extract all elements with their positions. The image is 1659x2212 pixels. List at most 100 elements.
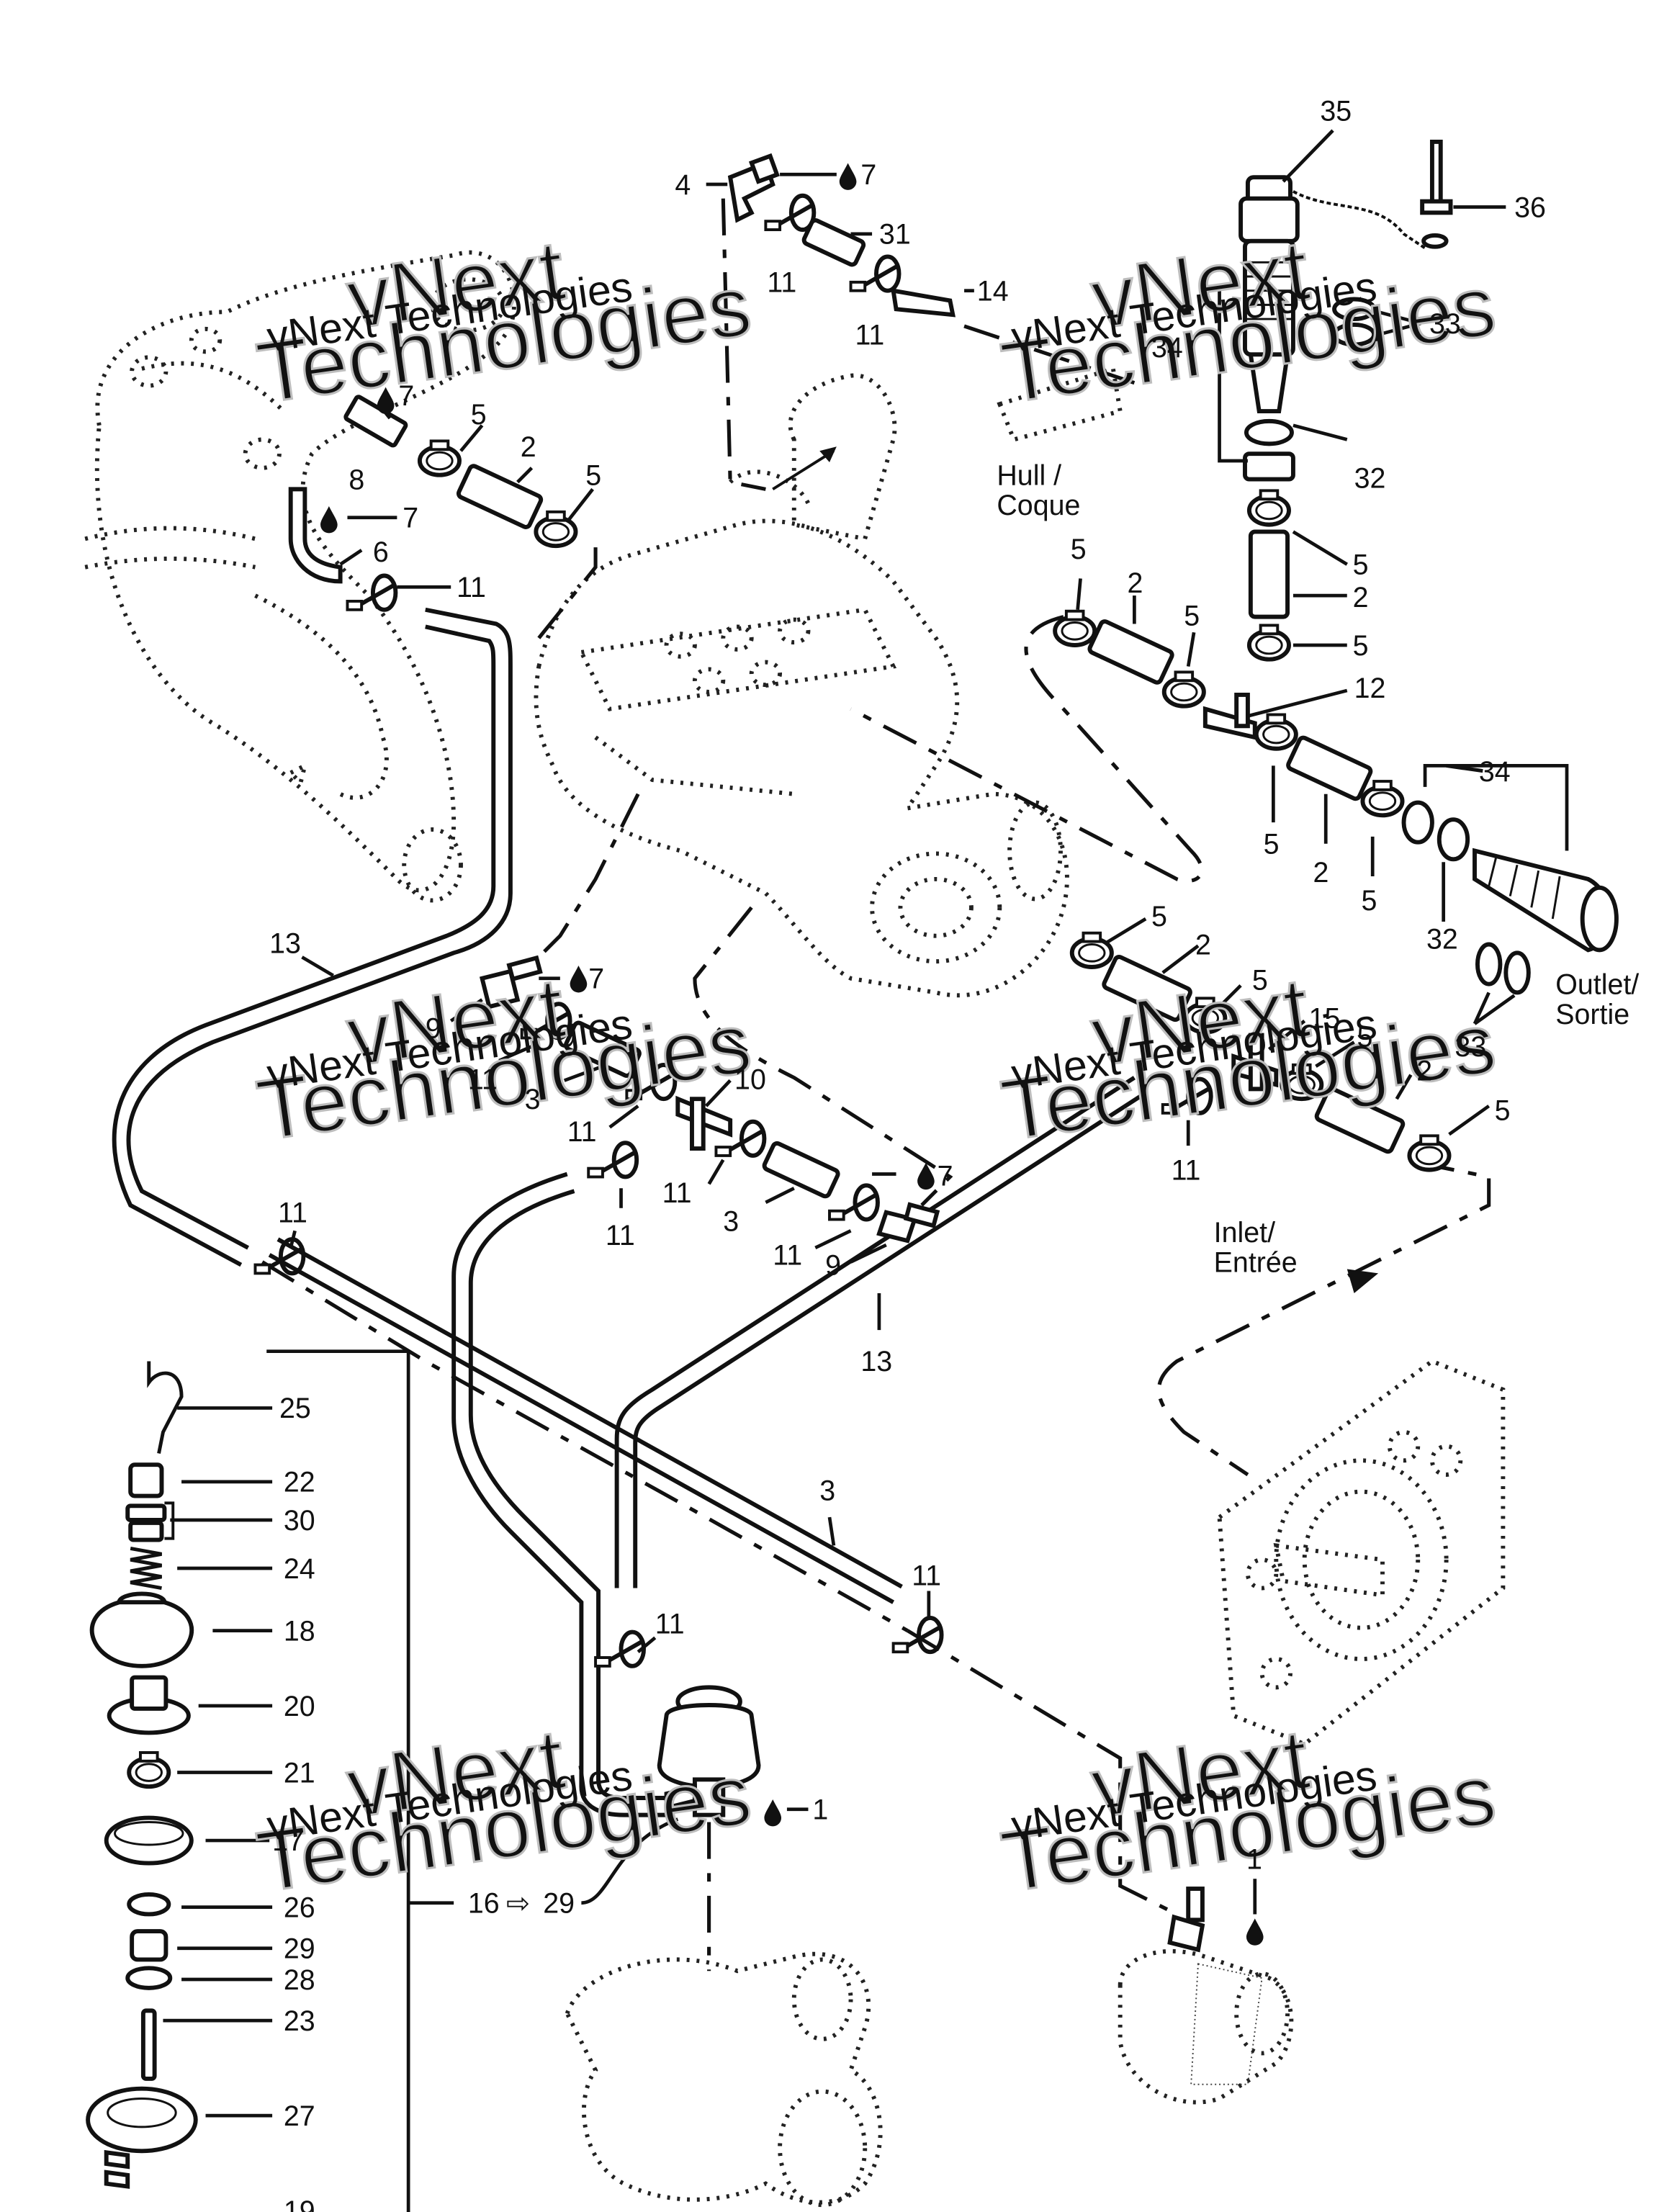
- callout: 4: [675, 169, 691, 201]
- callout: 9: [426, 1012, 441, 1044]
- watermark-6: vNext Technologies vNext Technologies: [995, 1710, 1502, 1911]
- callout: 15: [1309, 1003, 1341, 1035]
- cable-tie-icon: [765, 196, 814, 230]
- callout: 7: [938, 1160, 953, 1192]
- callout: 34: [1151, 332, 1183, 364]
- callout: 2: [1195, 929, 1211, 961]
- hose-2-mid: [1087, 619, 1174, 685]
- exhaust-housing: [84, 250, 516, 903]
- callout: 11: [912, 1560, 941, 1592]
- callout: 1: [812, 1794, 828, 1826]
- drop-icon: [764, 1799, 782, 1827]
- driveline-housing: [565, 1951, 883, 2208]
- callout: 11: [655, 1609, 685, 1640]
- callout: 23: [284, 2005, 315, 2037]
- callout: 5: [1252, 965, 1268, 997]
- callout: 18: [284, 1615, 315, 1647]
- base-27: [86, 2086, 198, 2189]
- hose-clamp-icon: [1249, 490, 1289, 524]
- outlet-assembly-34: [1401, 800, 1619, 953]
- tee-fitting-10: [675, 1095, 733, 1151]
- callout: 11: [468, 1064, 498, 1095]
- hull-label: Hull /: [997, 459, 1061, 491]
- housing-18: [89, 1591, 194, 1668]
- hose-clamp-icon: [129, 1753, 168, 1786]
- callout: 2: [521, 431, 536, 463]
- callout: 21: [284, 1757, 315, 1789]
- watermark-1: vNext Technologies vNext Technologies: [251, 222, 757, 423]
- callout-labels: 35 36 33 34 32 4 7 31 11 11 14 7 8 5 2 5…: [269, 95, 1546, 2212]
- valve-30: [125, 1503, 167, 1542]
- outlet-fitting-34: [1243, 238, 1295, 414]
- callout: 6: [373, 536, 389, 568]
- fitting-1-strainer: [1167, 1887, 1205, 1953]
- callout: 5: [471, 399, 487, 431]
- hose-2-vertical: [1248, 529, 1290, 619]
- location-labels: Hull / Coque Outlet/ Sortie Inlet/ Entré…: [997, 459, 1639, 1278]
- nut-32: [1243, 418, 1295, 482]
- hose-clamp-icon: [1164, 672, 1204, 706]
- o-rings-33-outlet: [1475, 942, 1531, 995]
- cable-tie-icon: [595, 1632, 644, 1666]
- callout: 2: [1313, 857, 1329, 889]
- hose-clamp-icon: [1362, 781, 1402, 815]
- callout: 25: [279, 1393, 311, 1424]
- elbow-fitting-6: [288, 487, 343, 584]
- callout: 30: [284, 1505, 315, 1537]
- water-strainer: [1118, 1949, 1294, 2105]
- hose-routing: [261, 198, 1496, 1972]
- callout: 29: [543, 1887, 575, 1919]
- callout: 2: [1416, 1056, 1432, 1087]
- callout: 11: [1172, 1154, 1201, 1186]
- outlet-label: Outlet/: [1555, 968, 1639, 1000]
- callout: 19: [284, 2195, 315, 2212]
- hose-clamp-icon: [1249, 625, 1289, 659]
- callout: 8: [349, 464, 364, 495]
- callout: 3: [525, 1084, 541, 1115]
- hose-3-long: [268, 1237, 903, 1604]
- hose-3-lower: [762, 1141, 840, 1199]
- washer-28: [125, 1966, 173, 1990]
- callout: 12: [1354, 673, 1386, 704]
- hull-arrow-icon: [819, 446, 837, 462]
- outlet-label-fr: Sortie: [1555, 999, 1629, 1030]
- callout: 5: [1353, 630, 1369, 662]
- callout: 3: [819, 1475, 835, 1506]
- callout: 5: [1264, 828, 1280, 860]
- inlet-arrow-icon: [1346, 1269, 1379, 1293]
- callout: 5: [1151, 901, 1167, 932]
- callout: 5: [1071, 534, 1087, 565]
- inlet-label: Inlet/: [1214, 1217, 1275, 1249]
- callout: 11: [457, 572, 486, 603]
- callout: 2: [1128, 567, 1143, 599]
- callout: 3: [723, 1205, 739, 1237]
- watermark-2: vNext Technologies vNext Technologies: [995, 222, 1502, 423]
- callout: 5: [1361, 885, 1377, 917]
- callout: 13: [860, 1346, 892, 1377]
- callout: 28: [284, 1964, 315, 1996]
- watermark-5: vNext Technologies vNext Technologies: [251, 1710, 757, 1911]
- hose-clamp-icon: [1072, 933, 1112, 967]
- hose-31: [801, 218, 866, 267]
- callout: 7: [398, 380, 414, 412]
- cover-17: [104, 1815, 194, 1866]
- fitting-9-lower: [876, 1202, 940, 1244]
- callout: 20: [284, 1691, 315, 1722]
- callout: 11: [855, 320, 884, 351]
- callout: 5: [1184, 600, 1200, 631]
- callout: 11: [767, 267, 796, 299]
- callout: 29: [284, 1933, 315, 1965]
- hull-label-fr: Coque: [997, 490, 1080, 521]
- drop-icon: [839, 163, 857, 190]
- drop-icon: [1246, 1918, 1264, 1946]
- cable-tie-icon: [588, 1143, 637, 1177]
- callout: 24: [284, 1553, 315, 1585]
- callout: 16: [468, 1887, 500, 1919]
- callout: 11: [567, 1116, 597, 1148]
- pin-23: [140, 2008, 157, 2081]
- valve-1: [657, 1685, 761, 1817]
- callout: 7: [403, 503, 418, 534]
- screw-36: [1420, 139, 1453, 249]
- callout: 31: [879, 219, 911, 251]
